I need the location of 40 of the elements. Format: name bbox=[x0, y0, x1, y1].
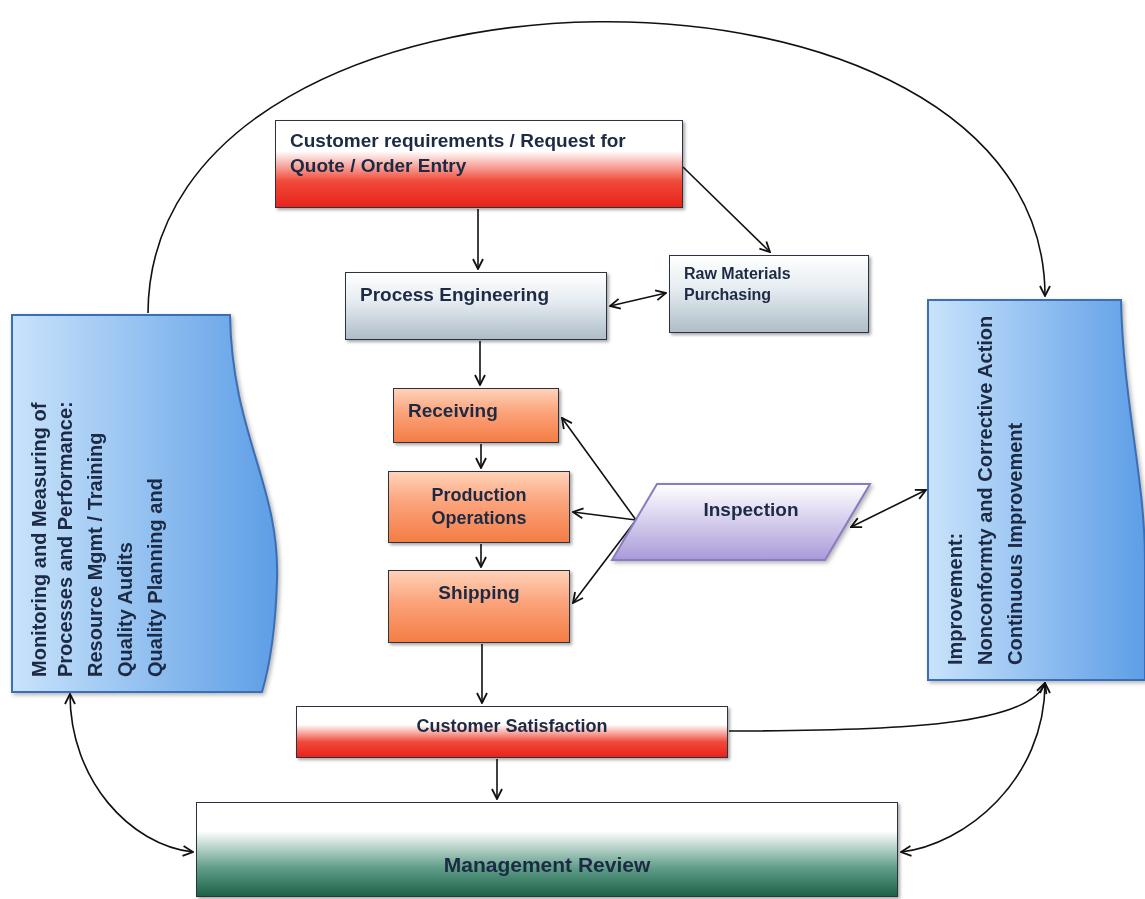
node-label: Monitoring and Measuring of Processes and Performance: bbox=[27, 400, 77, 677]
node-label: Receiving bbox=[408, 399, 498, 423]
node-label: Inspection bbox=[703, 498, 799, 522]
arrow bbox=[472, 208, 484, 270]
arrow bbox=[572, 507, 637, 521]
node-label: Nonconformty and Corrective Action bbox=[973, 314, 997, 665]
process-box bbox=[275, 120, 683, 208]
arrow bbox=[850, 489, 927, 528]
node-label: Raw Materials Purchasing bbox=[684, 264, 792, 305]
arrow bbox=[728, 682, 1046, 732]
node-label: Continuous Improvement bbox=[1003, 421, 1027, 665]
node-label: Quality Planning and bbox=[143, 477, 167, 677]
process-box bbox=[669, 255, 869, 333]
process-box bbox=[393, 388, 559, 443]
process-box bbox=[388, 471, 570, 543]
arrow bbox=[64, 693, 194, 856]
process-box bbox=[196, 802, 898, 897]
parallelogram-shape bbox=[612, 484, 870, 560]
document-shape bbox=[928, 300, 1145, 680]
node-label: Management Review bbox=[443, 851, 651, 878]
arrow bbox=[561, 417, 637, 521]
node-label: Customer requirements / Request for Quote / Order Entry bbox=[290, 129, 627, 178]
arrow bbox=[682, 166, 771, 253]
node-label: Customer Satisfaction bbox=[416, 715, 608, 738]
arrow bbox=[609, 289, 667, 310]
arrow bbox=[475, 543, 487, 568]
node-label: Improvement: bbox=[943, 531, 967, 665]
node-label: Shipping bbox=[438, 581, 520, 605]
node-label: Resource Mgmt / Training bbox=[83, 431, 107, 677]
arrow bbox=[491, 758, 503, 800]
arrow bbox=[474, 340, 486, 386]
process-box bbox=[388, 570, 570, 643]
process-box bbox=[296, 706, 728, 758]
node-label: Production Operations bbox=[430, 483, 528, 530]
process-box bbox=[345, 272, 607, 340]
arrow bbox=[475, 443, 487, 469]
arrow bbox=[476, 643, 488, 704]
node-label: Process Engineering bbox=[360, 283, 549, 307]
node-label: Quality Audits bbox=[113, 541, 137, 677]
arrow bbox=[900, 682, 1051, 857]
